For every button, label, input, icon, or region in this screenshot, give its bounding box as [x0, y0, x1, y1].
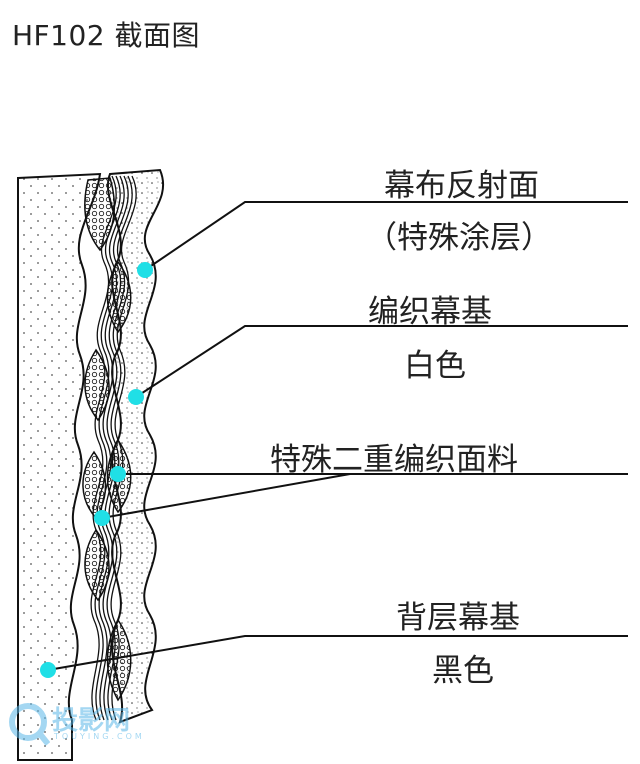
- leader-line-woven-base: [135, 325, 628, 398]
- watermark-logo: 投影网 TOUYING.COM: [6, 698, 142, 752]
- watermark-ring-icon: [9, 703, 51, 746]
- marker-double-weave-2: [94, 510, 110, 526]
- back-layer-base: [17, 172, 102, 761]
- watermark-text: 投影网: [52, 706, 131, 736]
- label-double-weave-fabric: 特殊二重编织面料: [270, 442, 518, 478]
- leader-line-reflective: [144, 201, 628, 271]
- label-special-coating: （特殊涂层）: [366, 220, 552, 256]
- label-back-layer-base: 背层幕基: [396, 600, 520, 636]
- marker-back-layer: [40, 662, 56, 678]
- leader-line-back-layer: [47, 635, 628, 671]
- label-woven-base: 编织幕基: [368, 294, 492, 330]
- label-white: 白色: [404, 348, 466, 384]
- double-weave-strands: [90, 175, 137, 721]
- marker-double-weave-1: [110, 466, 126, 482]
- watermark-subtext: TOUYING.COM: [54, 732, 145, 741]
- label-reflective-surface: 幕布反射面: [384, 168, 539, 204]
- leader-lines: [47, 201, 628, 671]
- marker-woven-base: [128, 389, 144, 405]
- marker-reflective: [137, 262, 153, 278]
- diagram-title: HF102 截面图: [12, 19, 201, 52]
- markers: [40, 262, 153, 678]
- leader-line-double-weave-lower: [101, 473, 351, 519]
- label-black: 黑色: [432, 653, 494, 689]
- section-frame: [17, 178, 72, 761]
